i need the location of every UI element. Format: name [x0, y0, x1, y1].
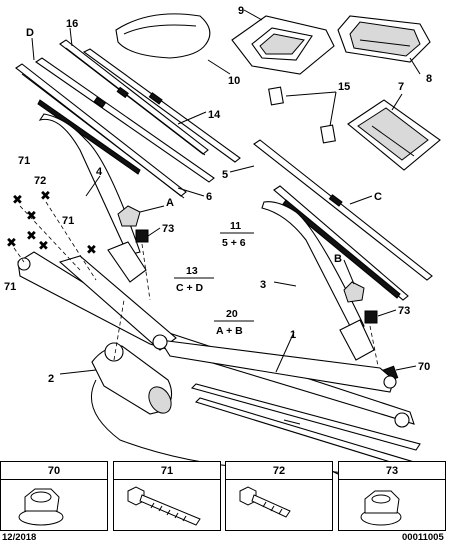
- legend-70: 70: [0, 461, 108, 531]
- nut-73-left: [135, 229, 149, 243]
- cross-mark: ✖: [6, 236, 17, 251]
- footer-date: 12/2018: [2, 532, 37, 543]
- footer-reference: 00011005: [402, 532, 444, 543]
- motor-2: [91, 342, 421, 493]
- clips-15: [268, 86, 336, 144]
- callout-70: 70: [418, 361, 430, 373]
- callout-4: 4: [96, 166, 103, 178]
- callout-B: B: [334, 253, 342, 265]
- linkage-1: [17, 251, 415, 428]
- callout-73-right: 73: [398, 305, 410, 317]
- callout-3: 3: [260, 279, 266, 291]
- callout-73-left: 73: [162, 223, 174, 235]
- callout-1: 1: [290, 329, 296, 341]
- flange-nut-icon: [18, 488, 64, 526]
- legend-number-73: 73: [339, 464, 445, 480]
- lower-bars: [190, 383, 421, 469]
- callout-7: 7: [398, 81, 404, 93]
- formula-20-top: 20: [226, 308, 238, 320]
- formula-11-top: 11: [230, 220, 241, 232]
- formula-20-bottom: A + B: [216, 325, 243, 337]
- callout-8: 8: [426, 73, 432, 85]
- callout-14: 14: [208, 109, 221, 121]
- callout-5: 5: [222, 169, 228, 181]
- rain-sensor-7: [347, 99, 441, 171]
- callout-9: 9: [238, 5, 244, 17]
- wiper-arm-4: [38, 113, 147, 283]
- cap-B: [343, 281, 365, 303]
- screw-icon: [239, 486, 291, 518]
- cross-mark: ✖: [26, 209, 37, 224]
- cross-mark: ✖: [12, 193, 23, 208]
- part-10-cover: [115, 13, 211, 59]
- part-9-frame: [231, 15, 335, 75]
- cross-mark: ✖: [86, 243, 97, 258]
- legend-number-72: 72: [226, 464, 332, 480]
- wiper-arm-3: [261, 201, 375, 361]
- callout-71-bottom: 71: [4, 281, 16, 293]
- legend-number-70: 70: [1, 464, 107, 480]
- guide-lines: [13, 201, 379, 367]
- callout-16: 16: [66, 18, 78, 30]
- callout-10: 10: [228, 75, 240, 87]
- cross-mark: ✖: [40, 189, 51, 204]
- blade-14: [82, 48, 241, 163]
- formula-13-top: 13: [186, 265, 198, 277]
- callout-15: 15: [338, 81, 350, 93]
- blade-16: [59, 39, 209, 156]
- callout-2: 2: [48, 373, 54, 385]
- part-8-module: [337, 15, 431, 63]
- callout-A: A: [166, 197, 174, 209]
- cross-mark: ✖: [26, 229, 37, 244]
- blade-C: [273, 185, 409, 301]
- blade-5: [253, 139, 433, 281]
- callout-72: 72: [34, 175, 46, 187]
- cap-A: [117, 205, 141, 227]
- legend-72: 72: [225, 461, 333, 531]
- nut-73-right: [364, 310, 378, 324]
- formula-11-bottom: 5 + 6: [222, 237, 246, 249]
- callout-D: D: [26, 27, 34, 39]
- bolt-icon: [127, 486, 201, 526]
- formula-13-bottom: C + D: [176, 282, 204, 294]
- callout-C: C: [374, 191, 382, 203]
- legend-number-71: 71: [114, 464, 220, 480]
- callout-6: 6: [206, 191, 212, 203]
- legend-71: 71: [113, 461, 221, 531]
- nut-icon: [360, 490, 402, 526]
- callout-71-mid: 71: [62, 215, 74, 227]
- legend-73: 73: [338, 461, 446, 531]
- callout-71-top: 71: [18, 155, 30, 167]
- blade-D: [35, 57, 215, 183]
- cross-mark: ✖: [38, 239, 49, 254]
- blade-6: [15, 63, 187, 199]
